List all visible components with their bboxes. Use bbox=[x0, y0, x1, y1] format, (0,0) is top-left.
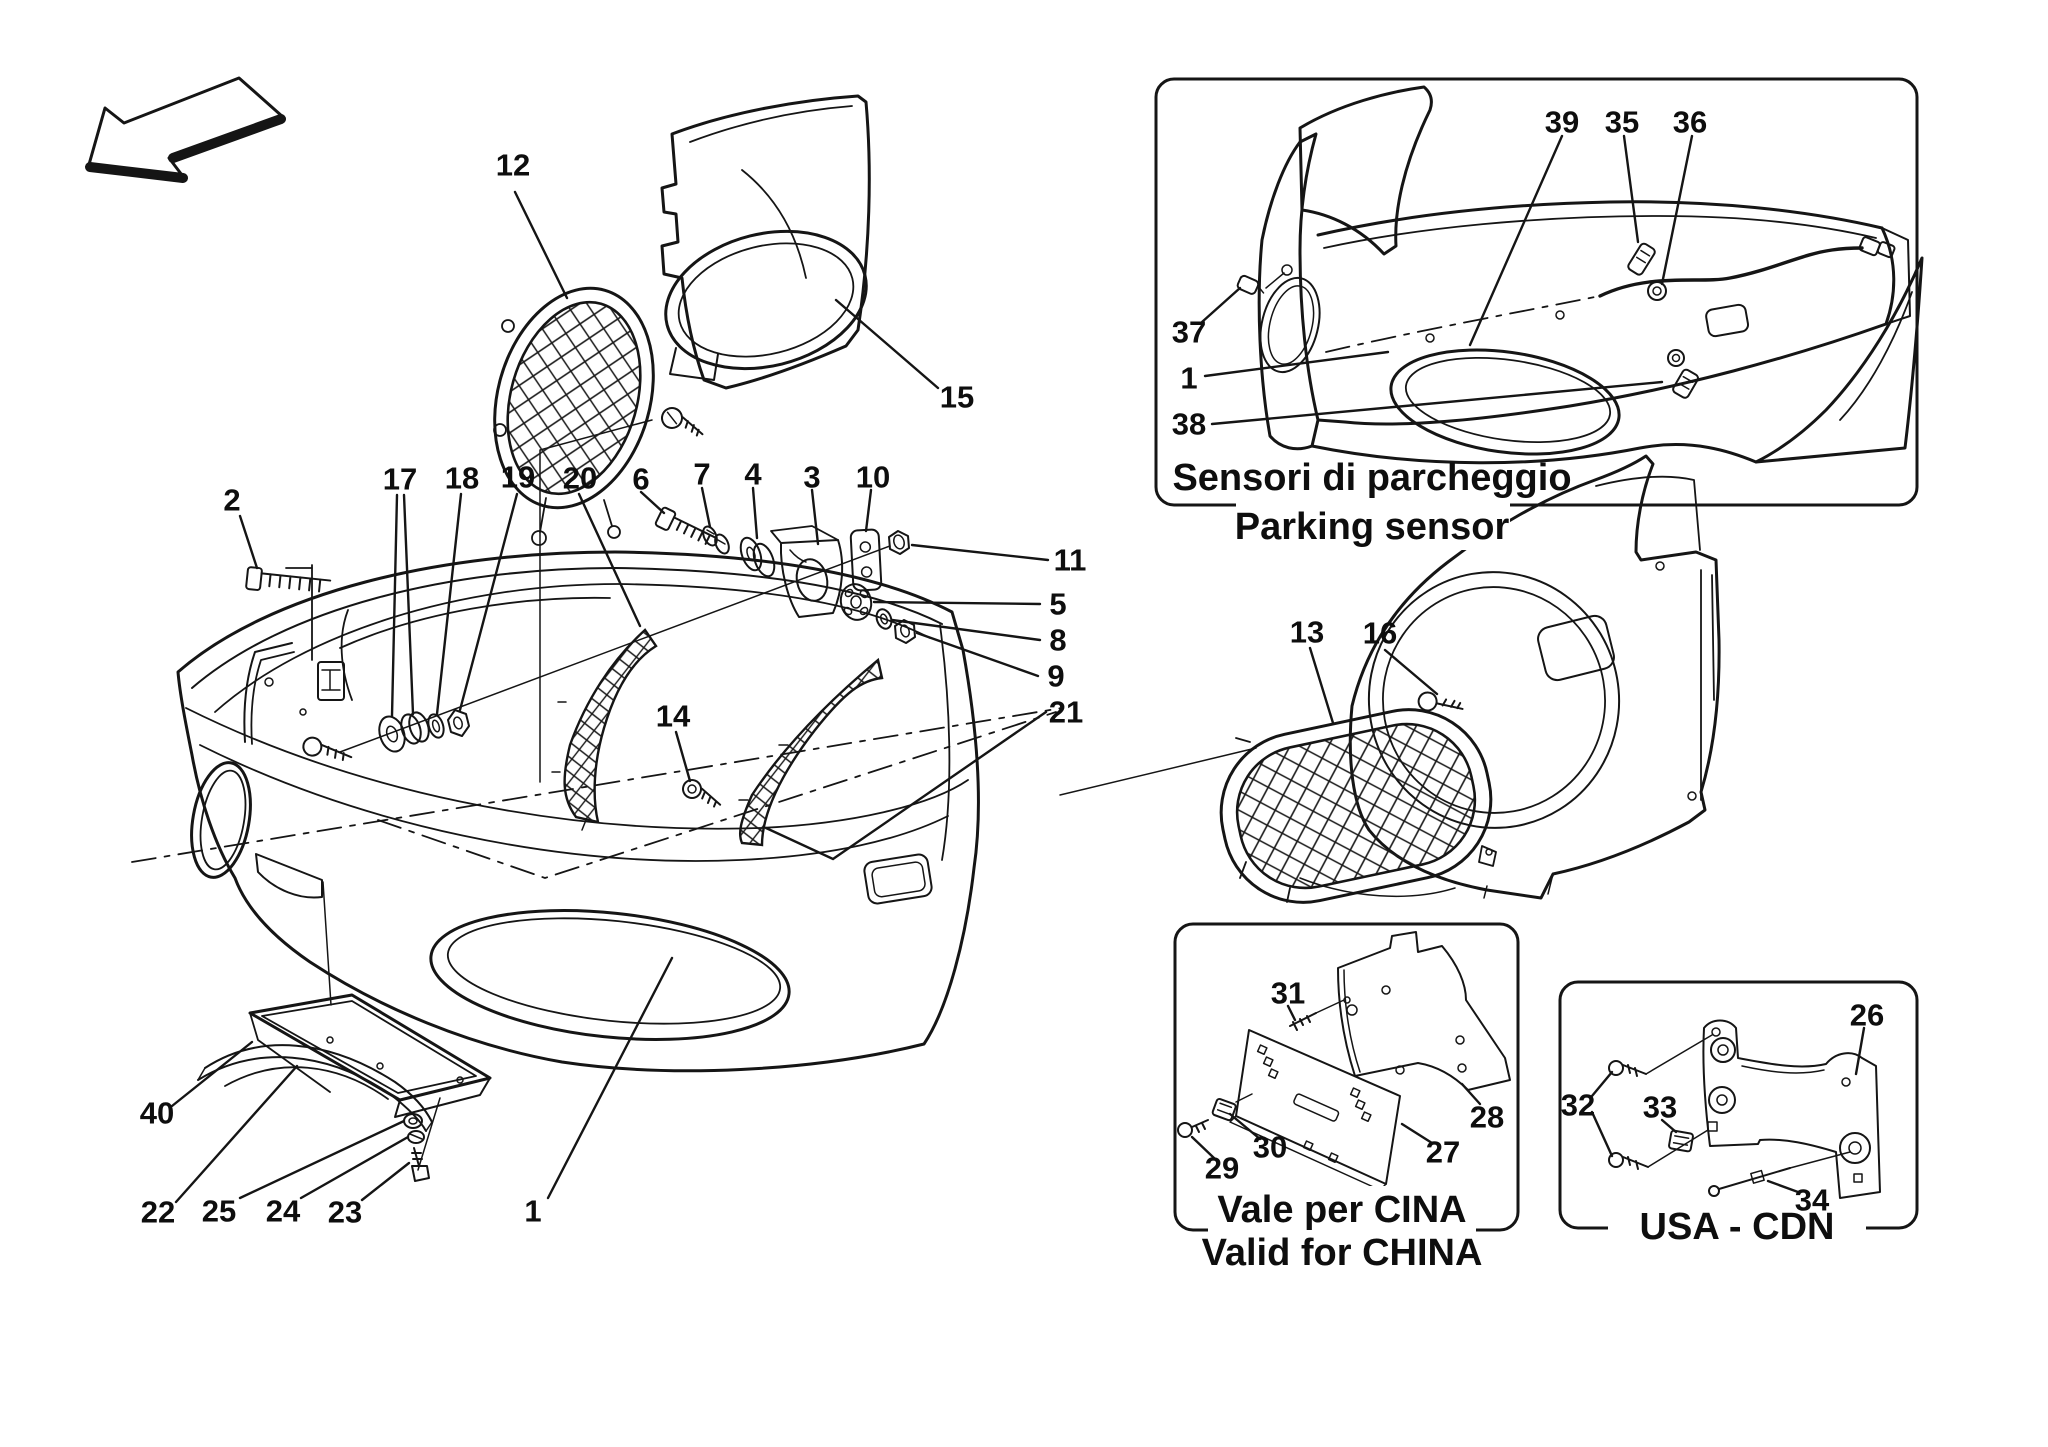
part-sensor-38 bbox=[1667, 349, 1699, 399]
callout-38: 38 bbox=[1172, 407, 1206, 442]
parking-sensor-caption-en: Parking sensor bbox=[1235, 506, 1510, 548]
part-clip-30 bbox=[1211, 1097, 1237, 1122]
callout-27: 27 bbox=[1426, 1135, 1460, 1170]
part-screws-32 bbox=[1608, 1034, 1713, 1170]
callout-19: 19 bbox=[501, 460, 535, 495]
parking-sensor-caption-it: Sensori di parcheggio bbox=[1172, 457, 1571, 499]
callout-33: 33 bbox=[1643, 1090, 1677, 1125]
part-washers-7 bbox=[702, 525, 730, 555]
callout-25: 25 bbox=[202, 1194, 236, 1229]
caption-mask bbox=[1236, 496, 1510, 550]
part-nut-9 bbox=[894, 619, 916, 644]
callout-4: 4 bbox=[744, 457, 762, 492]
callout-40: 40 bbox=[140, 1096, 174, 1131]
part-sensor-37 bbox=[1236, 274, 1265, 295]
part-grommet-36 bbox=[1647, 281, 1667, 301]
callout-31: 31 bbox=[1271, 976, 1305, 1011]
part-grommet-4 bbox=[739, 536, 776, 578]
callout-3: 3 bbox=[803, 460, 820, 495]
callout-23: 23 bbox=[328, 1195, 362, 1230]
leader-lines-usa bbox=[1590, 1026, 1866, 1194]
callout-7: 7 bbox=[693, 457, 710, 492]
main-bumper-drawing bbox=[131, 419, 1257, 1171]
caption-mask bbox=[1208, 1186, 1476, 1234]
part-bushing-5 bbox=[839, 583, 873, 621]
china-plate-box: Vale per CINA Valid for CHINA bbox=[1173, 922, 1520, 1274]
callout-21: 21 bbox=[1049, 695, 1083, 730]
callout-8: 8 bbox=[1049, 623, 1066, 658]
part-plate-27 bbox=[1229, 1029, 1401, 1191]
callout-30: 30 bbox=[1253, 1130, 1287, 1165]
usa-cdn-caption: USA - CDN bbox=[1640, 1206, 1835, 1248]
callout-12: 12 bbox=[496, 148, 530, 183]
callout-29: 29 bbox=[1205, 1151, 1239, 1186]
parking-sensor-box: Sensori di parcheggio Parking sensor bbox=[1154, 77, 1924, 550]
part-splitter-tray bbox=[248, 993, 492, 1118]
callout-22: 22 bbox=[141, 1195, 175, 1230]
callout-39: 39 bbox=[1545, 105, 1579, 140]
china-caption-it: Vale per CINA bbox=[1217, 1189, 1466, 1231]
part-oval-grille-12 bbox=[493, 286, 655, 546]
callout-14: 14 bbox=[656, 699, 691, 734]
part-tow-hook-3 bbox=[770, 525, 844, 618]
part-clip-33 bbox=[1668, 1129, 1694, 1153]
callout-35: 35 bbox=[1605, 105, 1639, 140]
callout-13: 13 bbox=[1290, 615, 1324, 650]
part-bracket-26 bbox=[1702, 1019, 1881, 1199]
callout-10: 10 bbox=[856, 460, 890, 495]
callout-26: 26 bbox=[1850, 998, 1884, 1033]
callout-11: 11 bbox=[1054, 543, 1087, 578]
part-screw-16 bbox=[1417, 691, 1464, 712]
part-side-mesh-20 bbox=[551, 628, 658, 831]
part-bolt-6 bbox=[654, 506, 717, 545]
part-screw-34 bbox=[1708, 1151, 1851, 1197]
part-nut-11 bbox=[888, 530, 910, 555]
callout-18: 18 bbox=[445, 461, 479, 496]
part-washer-8 bbox=[875, 608, 893, 630]
caption-mask bbox=[1608, 1204, 1866, 1252]
callout-6: 6 bbox=[632, 462, 649, 497]
callout-28: 28 bbox=[1470, 1100, 1504, 1135]
callout-15: 15 bbox=[940, 380, 974, 415]
sensor-box-bumper-drawing bbox=[1257, 85, 1924, 465]
part-sensor-35 bbox=[1627, 242, 1656, 276]
callout-36: 36 bbox=[1673, 105, 1707, 140]
leader-lines-china bbox=[1190, 1004, 1482, 1160]
leader-lines-main bbox=[170, 190, 1439, 1204]
callout-20: 20 bbox=[563, 461, 597, 496]
callout-2: 2 bbox=[223, 483, 240, 518]
part-plate-bracket-28 bbox=[1337, 931, 1511, 1091]
part-screw-29 bbox=[1177, 1119, 1209, 1138]
part-screw-14 bbox=[682, 779, 722, 808]
part-brake-duct-15 bbox=[660, 94, 871, 390]
callout-17: 17 bbox=[383, 462, 417, 497]
part-bolt-2 bbox=[245, 566, 332, 593]
callout-37: 37 bbox=[1172, 315, 1206, 350]
callout-16: 16 bbox=[1363, 616, 1397, 651]
part-mesh-grille-13 bbox=[1219, 708, 1497, 904]
callout-32: 32 bbox=[1561, 1088, 1595, 1123]
part-washer-stack-17-18-19 bbox=[378, 709, 470, 753]
front-direction-arrow-icon bbox=[85, 76, 286, 183]
leader-lines-sensor-box bbox=[1200, 134, 1694, 426]
callout-1-main: 1 bbox=[524, 1194, 541, 1229]
callout-34: 34 bbox=[1795, 1183, 1830, 1218]
part-screw-19 bbox=[661, 407, 704, 437]
usa-cdn-box: USA - CDN bbox=[1558, 980, 1919, 1252]
part-screw-31 bbox=[1289, 999, 1345, 1031]
part-side-mesh-21 bbox=[738, 657, 884, 847]
callout-5: 5 bbox=[1049, 587, 1066, 622]
callout-1-sensor: 1 bbox=[1180, 361, 1197, 396]
part-screw-23-left bbox=[302, 736, 353, 761]
china-caption-en: Valid for CHINA bbox=[1202, 1232, 1483, 1274]
callout-9: 9 bbox=[1047, 659, 1064, 694]
callout-24: 24 bbox=[266, 1194, 301, 1229]
